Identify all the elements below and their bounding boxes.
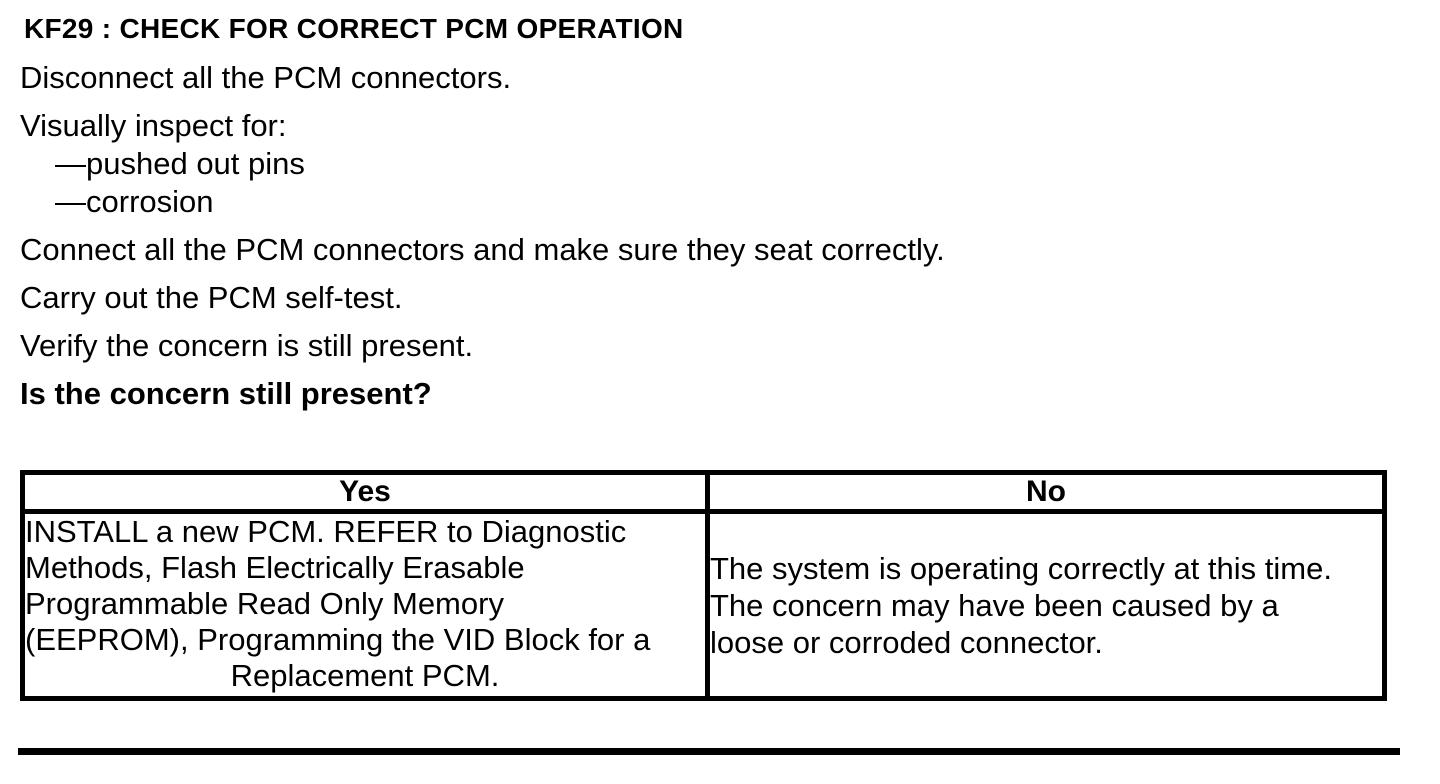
page-title: KF29 : CHECK FOR CORRECT PCM OPERATION <box>24 13 684 44</box>
page-bottom-rule <box>18 748 1400 755</box>
yes-column-header: Yes <box>20 470 710 514</box>
cell-line: Programmable Read Only Memory <box>25 586 504 621</box>
instruction-selftest: Carry out the PCM self-test. <box>20 280 403 315</box>
decision-table-header-row: Yes No <box>20 470 1387 514</box>
instruction-connect: Connect all the PCM connectors and make … <box>20 232 945 267</box>
no-column-header: No <box>705 470 1387 514</box>
instruction-inspect: Visually inspect for: <box>20 108 287 143</box>
decision-question: Is the concern still present? <box>20 376 432 411</box>
inspect-item-pushed-pins: —pushed out pins <box>55 146 305 181</box>
document-page: KF29 : CHECK FOR CORRECT PCM OPERATION D… <box>0 12 1440 784</box>
cell-line: Replacement PCM. <box>230 658 500 693</box>
cell-line: Methods, Flash Electrically Erasable <box>25 550 525 585</box>
cell-line: The system is operating correctly at thi… <box>710 550 1332 586</box>
inspect-item-corrosion: —corrosion <box>55 184 214 219</box>
instruction-verify: Verify the concern is still present. <box>20 328 474 363</box>
cell-line: INSTALL a new PCM. REFER to Diagnostic <box>25 514 627 549</box>
cell-line: loose or corroded connector. <box>710 624 1103 660</box>
instruction-disconnect: Disconnect all the PCM connectors. <box>20 60 512 95</box>
no-action-cell: The system is operating correctly at thi… <box>705 509 1387 701</box>
cell-line: The concern may have been caused by a <box>710 587 1279 623</box>
decision-table: Yes No INSTALL a new PCM. REFER to Diagn… <box>20 470 1387 701</box>
cell-line: (EEPROM), Programming the VID Block for … <box>25 622 651 657</box>
